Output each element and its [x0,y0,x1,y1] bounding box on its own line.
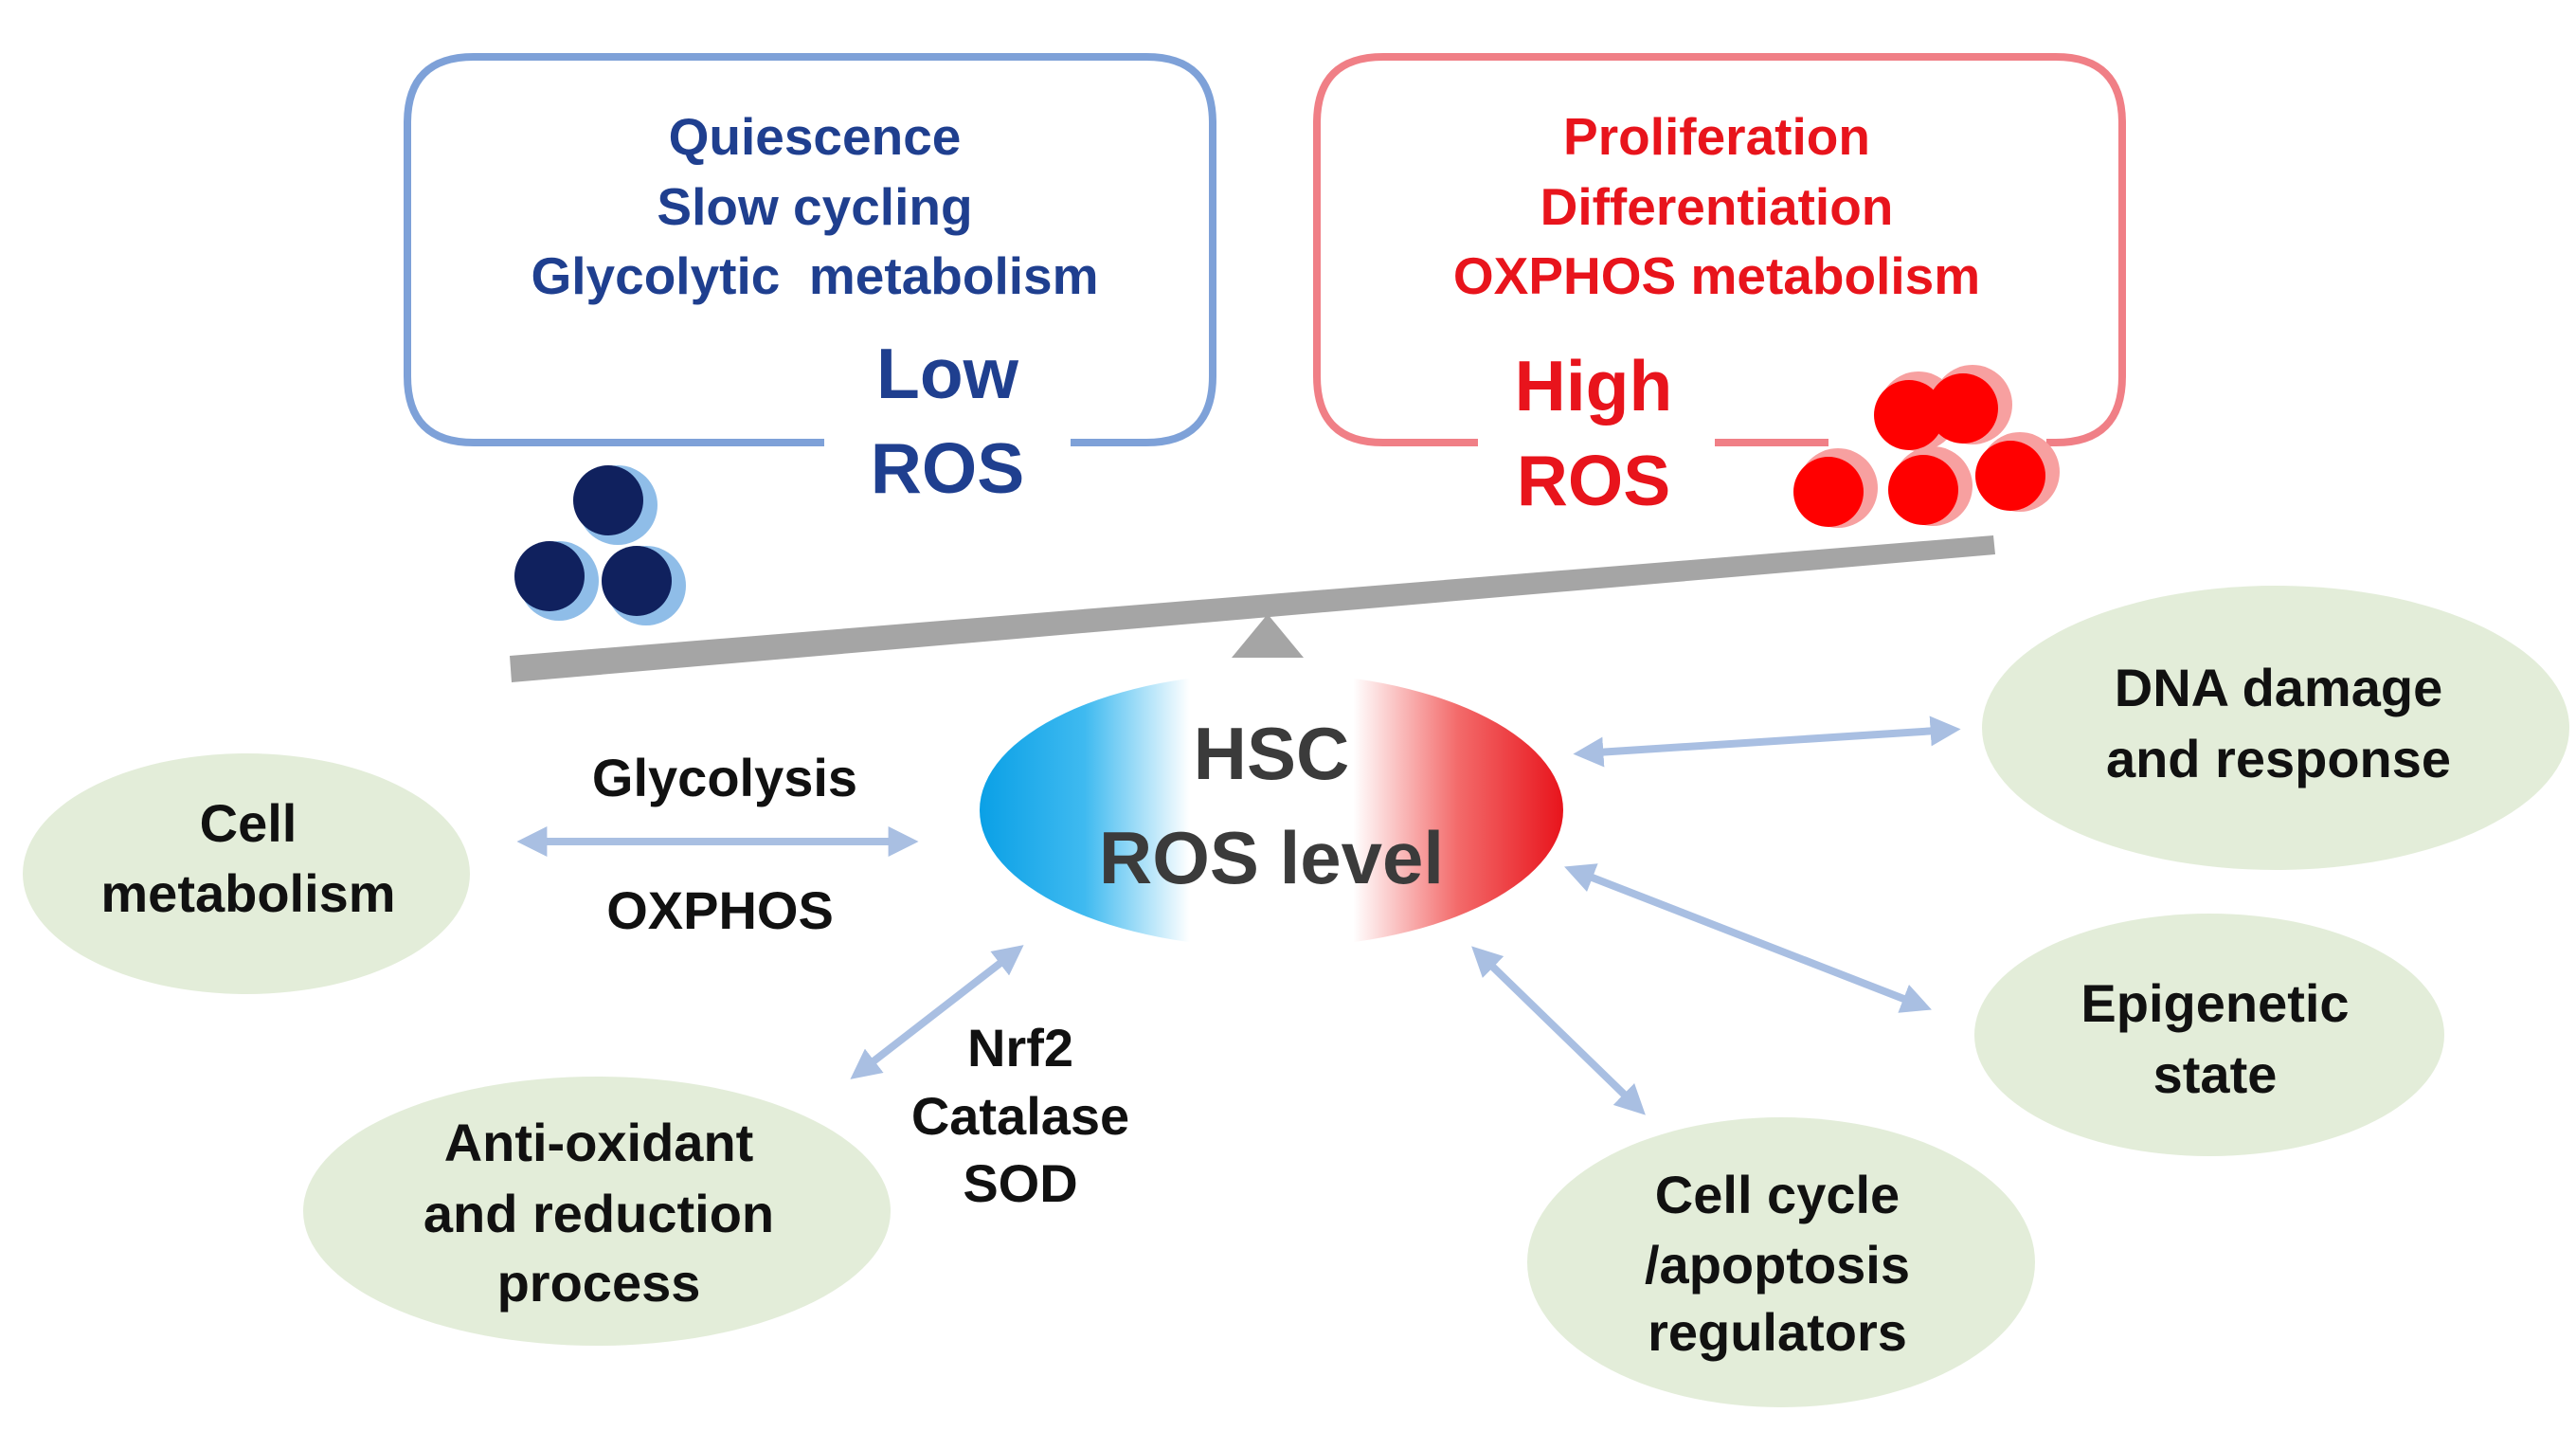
low-box-line-1: Quiescence [669,107,962,166]
balance-beam [510,535,1995,682]
high-box-line-3: OXPHOS metabolism [1453,246,1980,305]
high-box-line-2: Differentiation [1540,177,1894,236]
low-ros-box: Quiescence Slow cycling Glycolytic metab… [404,53,1216,508]
node-label-line: /apoptosis [1645,1235,1910,1295]
low-box-line-2: Slow cycling [657,177,972,236]
node-antioxidant: Anti-oxidant and reduction process [303,1077,891,1346]
node-label-line: state [2153,1044,2278,1104]
node-label-line: Epigenetic [2081,973,2349,1033]
node-ellipse [303,1077,891,1346]
node-label-line: and response [2106,729,2451,788]
ros-level-label: ROS level [1099,816,1444,899]
high-level-label: High [1515,346,1673,426]
low-ros-label: ROS [871,428,1025,508]
balance-scale [510,535,1995,682]
quiescent-cell-cluster [514,465,686,625]
ros-gradient-ellipse [980,673,1563,948]
arrow-epigenetic [1564,863,1932,1013]
hsc-ros-level: HSC ROS level [980,673,1563,948]
high-ros-label: ROS [1517,441,1671,520]
node-ellipse [1527,1117,2035,1407]
hsc-label: HSC [1194,712,1350,795]
navy-cell [573,465,643,535]
node-cell-metabolism: Cell metabolism [23,753,470,994]
node-label-line: metabolism [100,863,395,923]
fulcrum-triangle [1232,614,1304,658]
low-box-line-3: Glycolytic metabolism [531,246,1098,305]
red-cell [1793,457,1864,527]
navy-cell [514,541,585,611]
low-box-border [404,53,1216,446]
node-ellipse [1974,914,2444,1156]
low-level-label: Low [876,334,1019,413]
arrows [516,716,1961,1115]
node-dna-damage: DNA damage and response [1982,586,2569,870]
high-box-border [1313,53,2126,446]
red-cell [1874,380,1944,450]
node-label-line: Anti-oxidant [444,1113,754,1172]
node-label-line: process [497,1253,701,1313]
arrow-antioxidant [850,945,1024,1079]
red-cell [1928,373,1998,444]
sod-label: SOD [963,1153,1077,1213]
node-epigenetic: Epigenetic state [1974,914,2444,1156]
catalase-label: Catalase [911,1086,1129,1146]
high-box-line-1: Proliferation [1563,107,1870,166]
arrow-dna-damage [1573,716,1961,768]
nrf2-label: Nrf2 [967,1018,1073,1078]
red-cell [1888,455,1958,525]
node-label-line: and reduction [423,1184,774,1243]
node-ellipse [1982,586,2569,870]
node-label-line: Cell [200,793,297,853]
oxphos-label: OXPHOS [606,880,834,940]
node-cell-cycle: Cell cycle /apoptosis regulators [1527,1117,2035,1407]
proliferating-cell-cluster [1793,365,2060,528]
navy-cell [602,546,672,616]
high-ros-box: Proliferation Differentiation OXPHOS met… [1313,53,2126,520]
glycolysis-label: Glycolysis [592,748,857,807]
node-label-line: DNA damage [2115,658,2442,717]
node-label-line: Cell cycle [1655,1165,1900,1224]
node-label-line: regulators [1648,1302,1907,1362]
node-ellipse [23,753,470,994]
arrow-cell-cycle [1471,946,1646,1115]
red-cell [1975,441,2045,511]
